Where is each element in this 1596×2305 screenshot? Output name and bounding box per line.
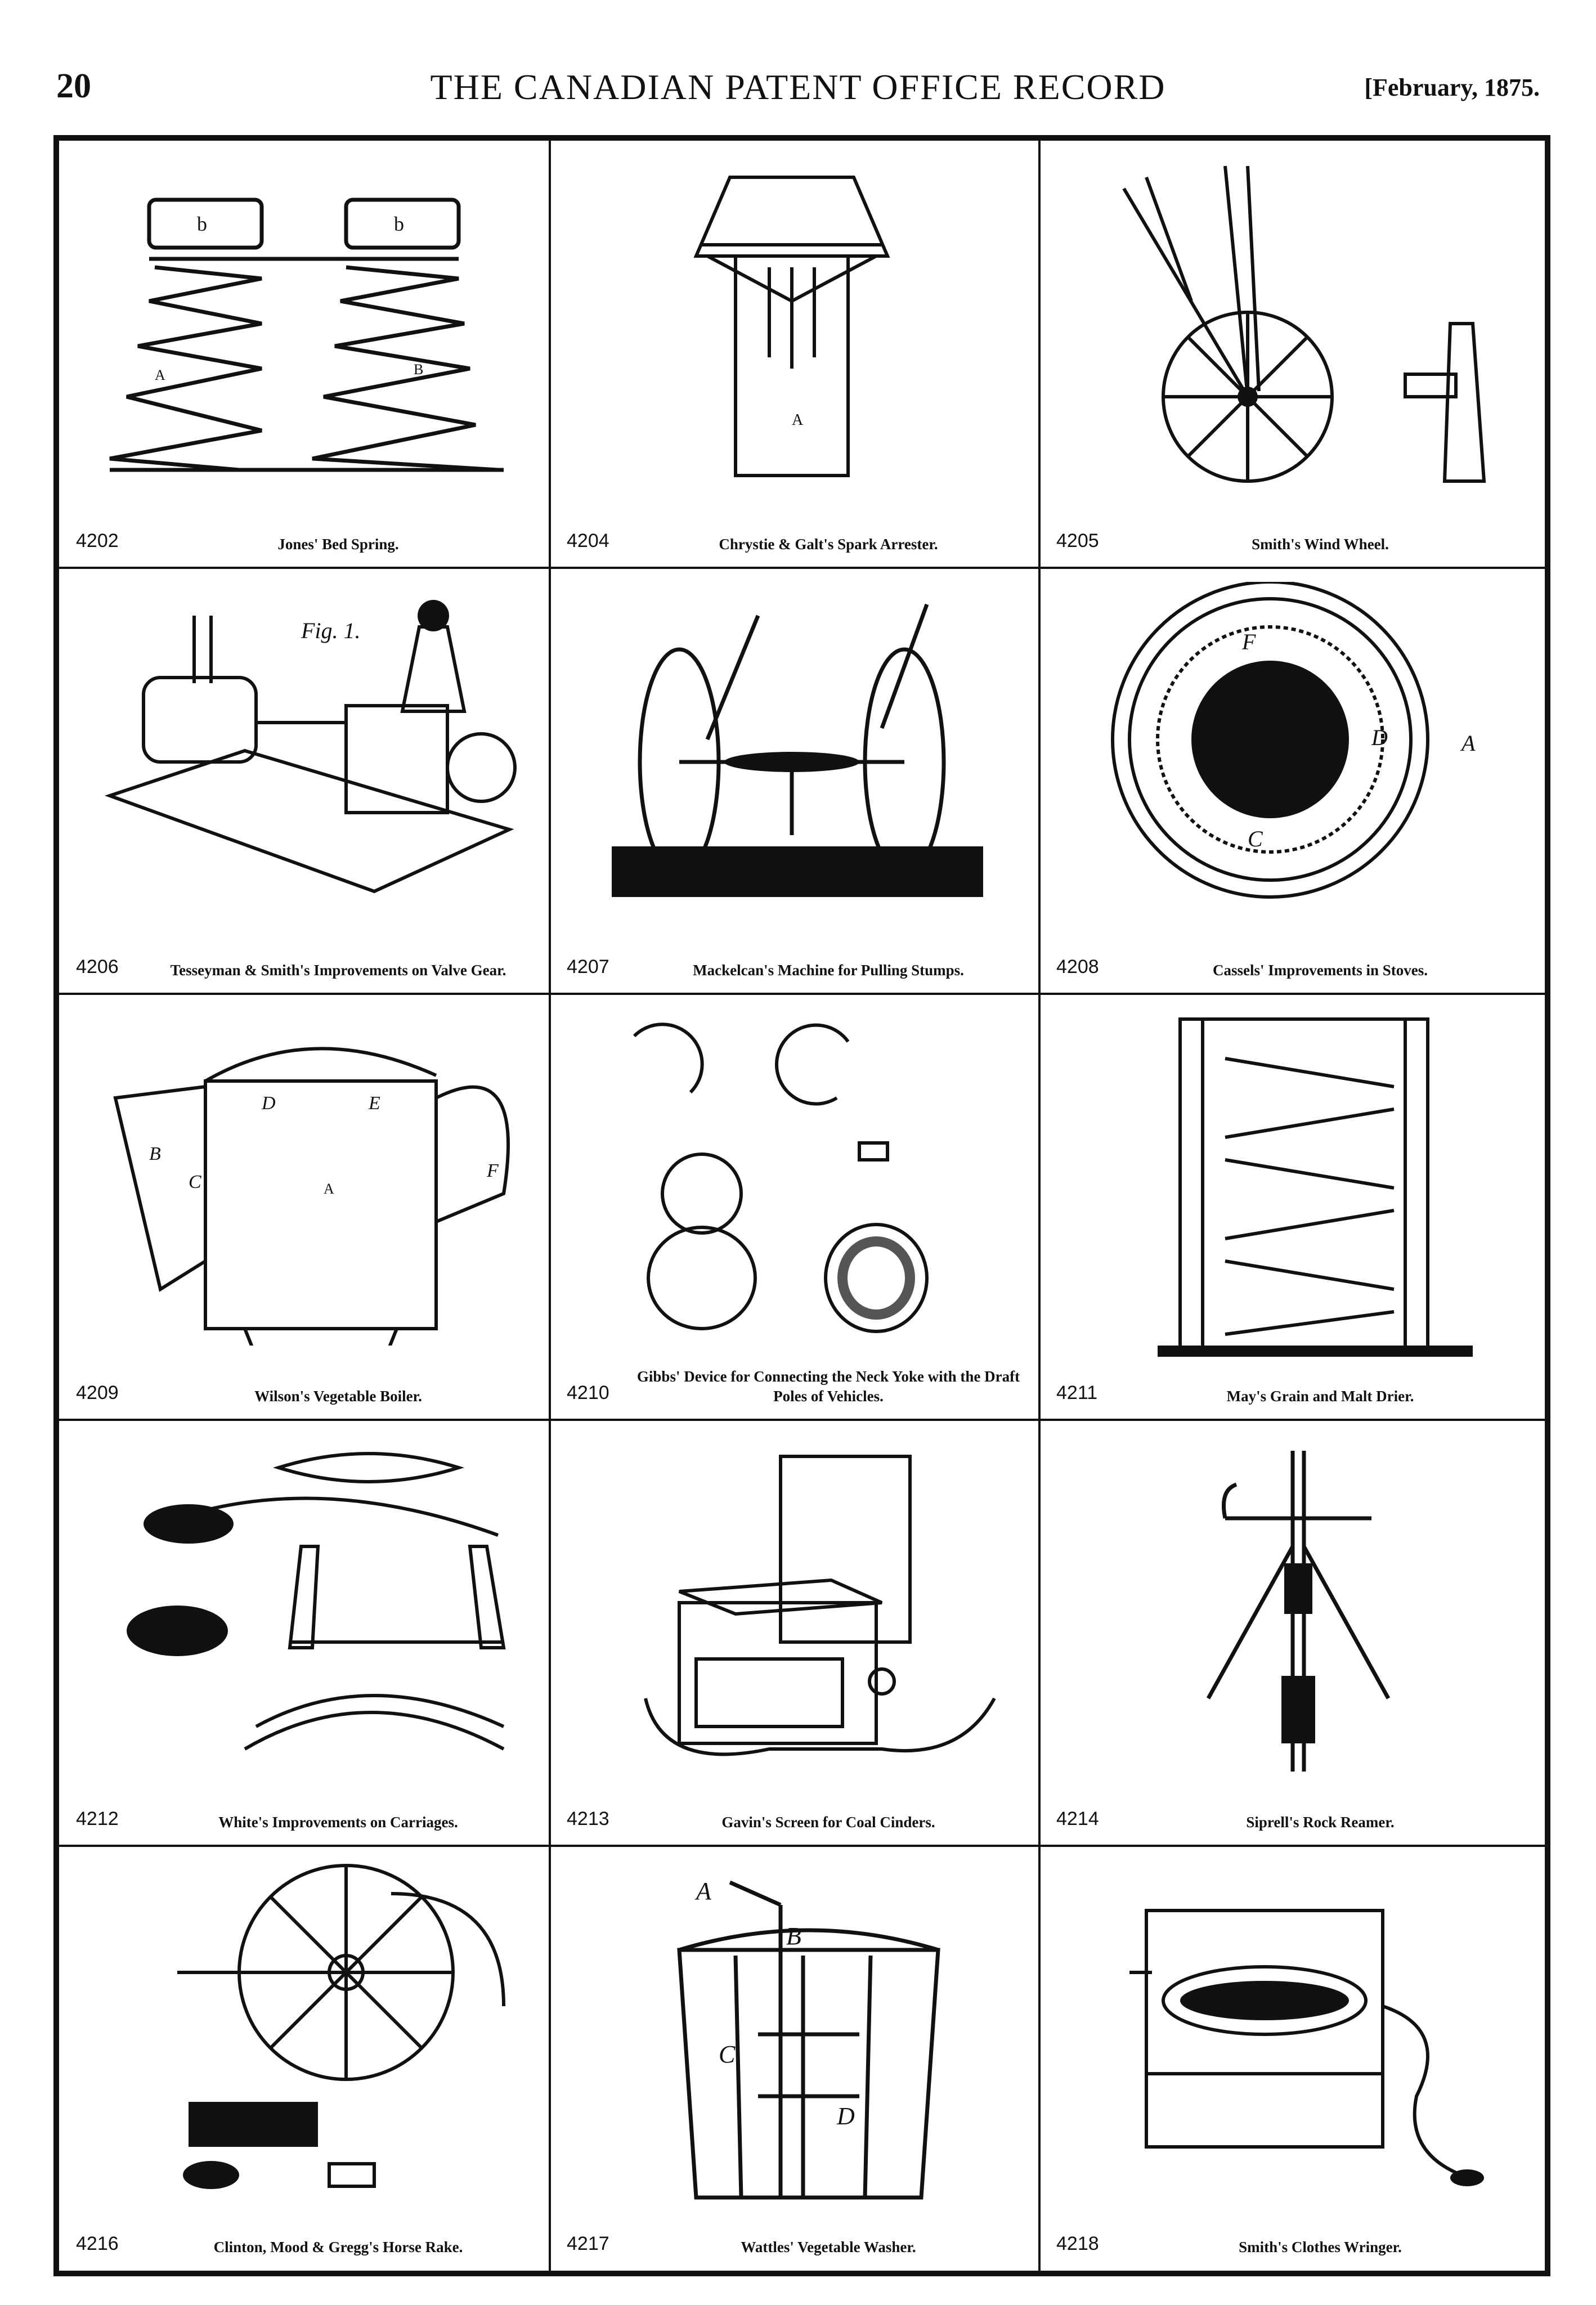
figure-label: C [1248, 826, 1263, 851]
patent-number: 4206 [76, 956, 119, 977]
patent-caption: Wattles' Vegetable Washer. [741, 2238, 916, 2255]
stump-puller-drawing [612, 603, 983, 897]
patent-cell-4218: 4218 Smith's Clothes Wringer. [1039, 1846, 1534, 2271]
patent-caption: Clinton, Mood & Gregg's Horse Rake. [213, 2238, 463, 2255]
patent-cell-4204: A 4204 Chrystie & Galt's Spark Arrester. [550, 141, 1039, 568]
patent-caption: White's Improvements on Carriages. [218, 1813, 458, 1831]
patent-grid: b b A B 4202 Jones' Bed Spring. A 4204 [53, 135, 1550, 2276]
patent-caption: Tesseyman & Smith's Improvements on Valv… [170, 961, 506, 979]
figure-label: E [368, 1093, 380, 1114]
vegetable-boiler-drawing: A B C D E F [113, 1047, 510, 1346]
issue-date: [February, 1875. [1364, 74, 1540, 101]
figure-label: b [394, 213, 404, 235]
figure-label: D [261, 1093, 276, 1114]
patent-caption: May's Grain and Malt Drier. [1226, 1387, 1414, 1405]
coal-screen-drawing [644, 1455, 996, 1756]
page-header: 20 THE CANADIAN PATENT OFFICE RECORD [Fe… [56, 66, 1540, 123]
spark-arrester-drawing: A [693, 176, 890, 477]
patent-number: 4218 [1056, 2233, 1099, 2254]
patent-number: 4204 [567, 530, 609, 551]
figure-label: Fig. 1. [301, 618, 361, 643]
patent-caption: Cassels' Improvements in Stoves. [1212, 961, 1428, 979]
patent-number: 4202 [76, 530, 119, 551]
patent-caption: Mackelcan's Machine for Pulling Stumps. [693, 961, 964, 979]
figure-label: D [1371, 725, 1388, 750]
patent-caption: Gibbs' Device for Connecting the Neck Yo… [636, 1367, 1020, 1405]
patent-number: 4217 [567, 2233, 609, 2254]
valve-gear-drawing: Fig. 1. [104, 600, 517, 894]
patent-cell-4216: 4216 Clinton, Mood & Gregg's Horse Rake. [59, 1846, 550, 2271]
horse-rake-drawing [177, 1864, 505, 2189]
patent-cell-4202: b b A B 4202 Jones' Bed Spring. [59, 141, 550, 568]
figure-label: A [694, 1877, 712, 1905]
grid-divider [59, 567, 1545, 569]
patent-number: 4209 [76, 1382, 119, 1403]
patent-number: 4212 [76, 1808, 119, 1829]
patent-number: 4205 [1056, 530, 1099, 551]
patent-caption: Chrystie & Galt's Spark Arrester. [719, 535, 938, 553]
patent-caption: Smith's Wind Wheel. [1252, 535, 1389, 553]
patent-cell-4217: A B C D 4217 Wattles' Vegetable Washer. [550, 1846, 1039, 2271]
stove-drawing: A C D F [1111, 582, 1476, 899]
patent-number: 4216 [76, 2233, 119, 2254]
bed-spring-drawing: b b A B [109, 198, 504, 472]
neck-yoke-drawing [633, 1023, 929, 1333]
figure-label: F [1241, 629, 1256, 654]
publication-title: THE CANADIAN PATENT OFFICE RECORD [430, 67, 1166, 107]
rock-reamer-drawing [1206, 1451, 1391, 1772]
vegetable-washer-drawing: A B C D [677, 1877, 940, 2200]
patent-cell-4206: Fig. 1. 4206 Tesseyman & Smith's Improve… [59, 568, 550, 994]
carriage-drawing [127, 1452, 506, 1751]
grid-divider [59, 1845, 1545, 1847]
figure-label: C [189, 1172, 201, 1192]
figure-label: B [786, 1922, 801, 1950]
figure-label: D [836, 2102, 855, 2130]
grid-divider [1038, 141, 1041, 2271]
patent-caption: Siprell's Rock Reamer. [1246, 1813, 1395, 1831]
page-number: 20 [56, 67, 91, 105]
figure-label: A [792, 411, 804, 429]
patent-number: 4208 [1056, 956, 1099, 977]
figure-label: B [414, 361, 423, 378]
patent-cell-4208: A C D F 4208 Cassels' Improvements in St… [1039, 568, 1534, 994]
patent-cell-4212: 4212 White's Improvements on Carriages. [59, 1420, 550, 1846]
figure-label: A [1460, 730, 1476, 756]
patent-cell-4209: A B C D E F 4209 Wilson's Vegetable Boil… [59, 994, 550, 1420]
patent-cell-4205: 4205 Smith's Wind Wheel. [1039, 141, 1534, 568]
patent-caption: Gavin's Screen for Coal Cinders. [721, 1813, 935, 1831]
figure-label: b [197, 213, 207, 235]
patent-number: 4214 [1056, 1808, 1099, 1829]
patent-cell-4210: 4210 Gibbs' Device for Connecting the Ne… [550, 994, 1039, 1420]
patent-cell-4207: 4207 Mackelcan's Machine for Pulling Stu… [550, 568, 1039, 994]
figure-label: A [324, 1181, 334, 1197]
grain-drier-drawing [1158, 1017, 1473, 1357]
patent-number: 4207 [567, 956, 609, 977]
clothes-wringer-drawing [1129, 1909, 1484, 2186]
figure-label: F [486, 1160, 499, 1181]
grid-divider [59, 993, 1545, 995]
wind-wheel-drawing [1122, 165, 1486, 483]
patent-number: 4210 [567, 1382, 609, 1403]
grid-divider [59, 1419, 1545, 1421]
patent-number: 4211 [1056, 1382, 1098, 1403]
patent-caption: Wilson's Vegetable Boiler. [254, 1387, 422, 1405]
patent-cell-4213: 4213 Gavin's Screen for Coal Cinders. [550, 1420, 1039, 1846]
patent-caption: Jones' Bed Spring. [277, 535, 399, 553]
patent-cell-4211: 4211 May's Grain and Malt Drier. [1039, 994, 1534, 1420]
grid-divider [549, 141, 551, 2271]
patent-caption: Smith's Clothes Wringer. [1239, 2238, 1402, 2255]
figure-label: B [149, 1143, 161, 1164]
patent-cell-4214: 4214 Siprell's Rock Reamer. [1039, 1420, 1534, 1846]
patent-number: 4213 [567, 1808, 609, 1829]
figure-label: A [155, 367, 165, 383]
figure-label: C [719, 2041, 736, 2068]
